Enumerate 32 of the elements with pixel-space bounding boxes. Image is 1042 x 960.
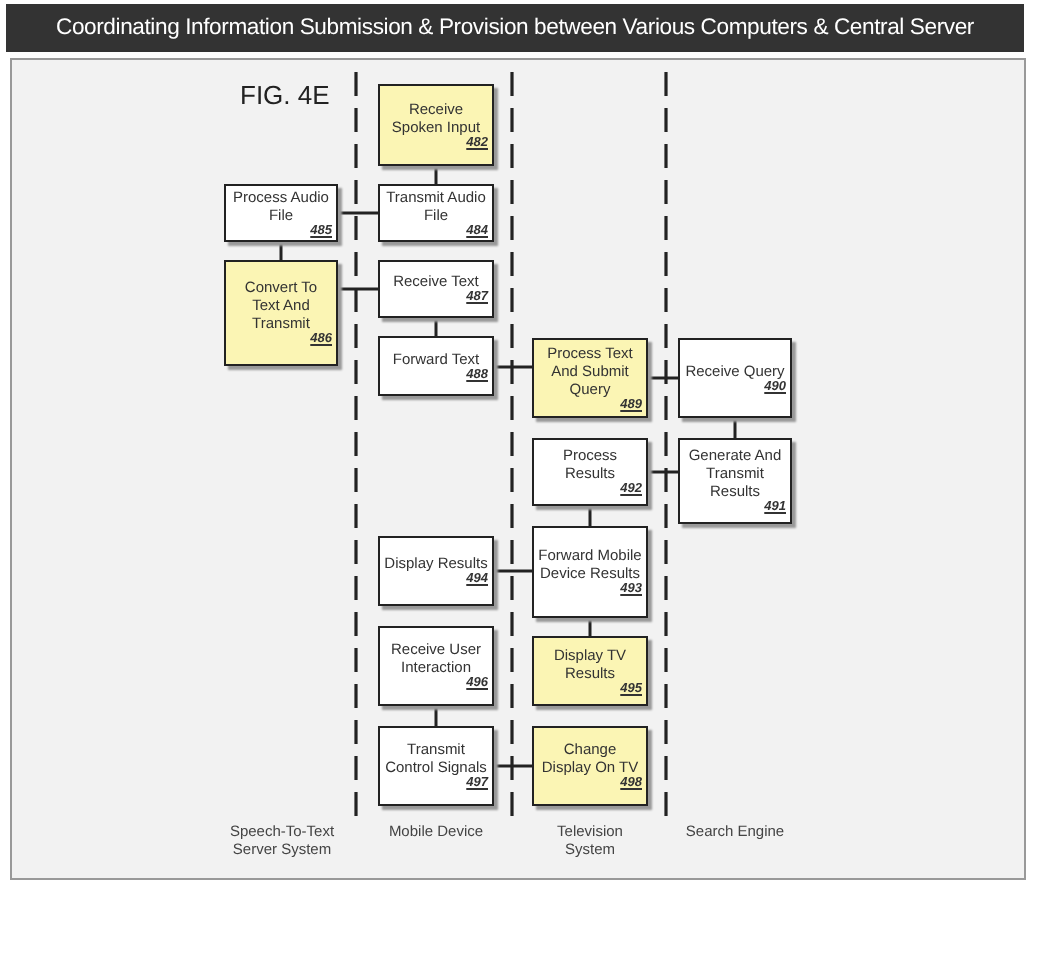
connector-line [434, 166, 438, 184]
process-box [678, 338, 792, 418]
process-box [378, 726, 494, 806]
process-box [532, 338, 648, 418]
process-box [678, 438, 792, 524]
connector-line [588, 618, 592, 636]
connector-line [648, 470, 678, 474]
connector-line [338, 211, 378, 215]
process-box [378, 260, 494, 318]
process-box [532, 726, 648, 806]
connector-line [434, 318, 438, 336]
process-box [224, 184, 338, 242]
title: Coordinating Information Submission & Provision between Various Computers & Central Server [6, 4, 1024, 52]
process-box [378, 626, 494, 706]
figure-label: FIG. 4E [240, 80, 330, 110]
process-box [378, 336, 494, 396]
connector-line [588, 506, 592, 526]
process-box [378, 184, 494, 242]
process-box [378, 536, 494, 606]
connector-line [494, 764, 532, 768]
connector-line [434, 706, 438, 726]
connector-line [338, 287, 378, 291]
connector-line [279, 242, 283, 260]
process-box [532, 438, 648, 506]
connector-line [494, 569, 532, 573]
process-box [224, 260, 338, 366]
process-box [378, 84, 494, 166]
process-box [532, 526, 648, 618]
connector-line [648, 376, 678, 380]
process-box [532, 636, 648, 706]
connector-line [733, 418, 737, 438]
connector-line [494, 365, 532, 369]
